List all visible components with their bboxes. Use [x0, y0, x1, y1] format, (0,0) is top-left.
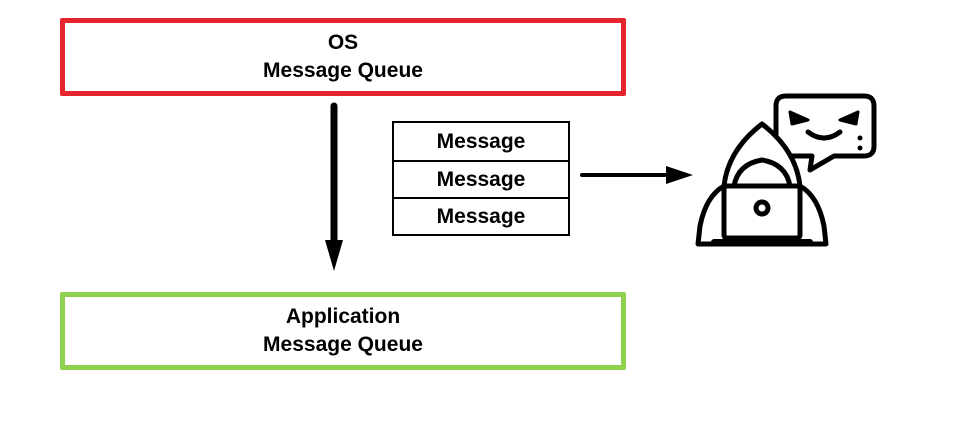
application-message-queue-box: Application Message Queue — [60, 292, 626, 370]
message-stack: Message Message Message — [392, 121, 570, 236]
app-queue-subtitle: Message Queue — [263, 333, 423, 356]
os-queue-title: OS — [327, 31, 359, 54]
message-item: Message — [394, 197, 568, 234]
os-queue-subtitle: Message Queue — [263, 59, 423, 82]
evil-speech-bubble-icon — [773, 93, 877, 173]
arrow-right-icon — [580, 166, 693, 184]
os-message-queue-box: OS Message Queue — [60, 18, 626, 96]
arrow-down-icon — [325, 102, 343, 271]
message-item: Message — [394, 160, 568, 197]
hacker-icon — [695, 121, 829, 247]
app-queue-title: Application — [285, 305, 401, 328]
message-item: Message — [436, 129, 526, 153]
